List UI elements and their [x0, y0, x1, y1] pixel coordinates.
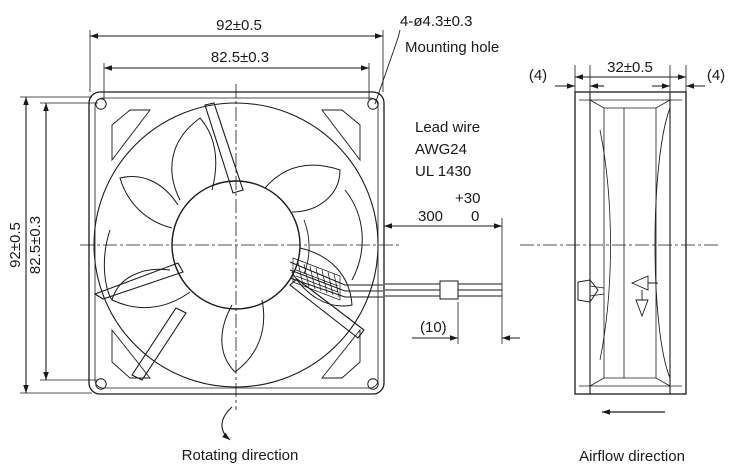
rotating-direction-label: Rotating direction: [182, 447, 299, 464]
molded-rotation-arrow: [635, 290, 649, 318]
molded-airflow-arrow: [630, 275, 658, 291]
airflow-direction-label: Airflow direction: [579, 448, 685, 465]
fan-frame-inner: [94, 97, 379, 389]
front-centerlines: [80, 84, 400, 410]
dim-left-flange: (4): [529, 67, 547, 84]
front-extension-lines: [20, 30, 384, 394]
dim-right-flange: (4): [707, 67, 725, 84]
dim-outer-width: 92±0.5: [216, 17, 262, 34]
frame-corner-slots: [111, 109, 361, 379]
fan-hub: [171, 180, 301, 310]
strip-length: (10): [420, 319, 447, 336]
venturi-outline: [93, 102, 379, 388]
lead-tol-plus: +30: [455, 190, 480, 207]
rotation-arrow: [221, 406, 233, 441]
lead-wire-line-3: UL 1430: [415, 163, 471, 180]
side-body: [574, 91, 687, 395]
lead-length: 300: [418, 208, 443, 225]
dim-hole-height: 82.5±0.3: [27, 216, 44, 274]
lead-tol-minus: 0: [471, 208, 479, 225]
support-struts: [93, 102, 365, 381]
mounting-hole-spec: 4-ø4.3±0.3: [400, 13, 472, 30]
side-wire-exit: [577, 279, 599, 303]
mounting-holes: [95, 98, 379, 390]
dim-depth: 32±0.5: [607, 59, 653, 76]
front-view: [20, 29, 520, 441]
mounting-hole-label: Mounting hole: [405, 39, 499, 56]
side-view: [520, 65, 720, 415]
dim-outer-height: 92±0.5: [7, 222, 24, 268]
lead-wire-line-2: AWG24: [415, 141, 467, 158]
lead-wire-line-1: Lead wire: [415, 119, 480, 136]
dim-hole-width: 82.5±0.3: [211, 49, 269, 66]
fan-frame: [88, 91, 385, 395]
braided-sleeve: [292, 257, 341, 301]
lead-wire-harness: [289, 261, 502, 300]
fan-blades: [103, 117, 363, 373]
